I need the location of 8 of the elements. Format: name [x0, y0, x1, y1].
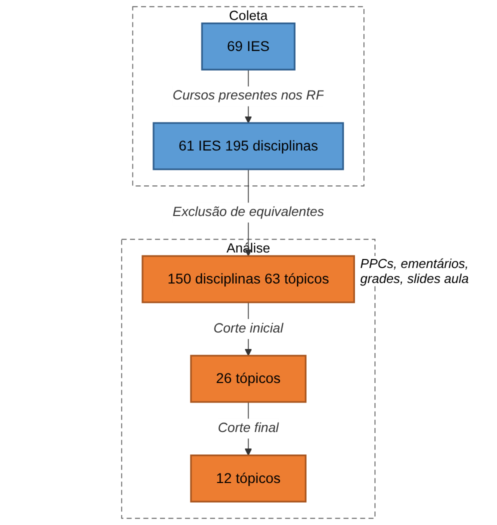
- edge-label: Corte inicial: [214, 321, 284, 336]
- node-box: 61 IES 195 disciplinas: [152, 122, 344, 170]
- node-box: 26 tópicos: [190, 354, 307, 403]
- edge-label: Corte final: [218, 421, 279, 436]
- edge-label: Exclusão de equivalentes: [172, 205, 324, 220]
- node-box: 150 disciplinas 63 tópicos: [142, 255, 356, 304]
- node-box: 12 tópicos: [190, 454, 307, 502]
- node-box: 69 IES: [201, 22, 296, 70]
